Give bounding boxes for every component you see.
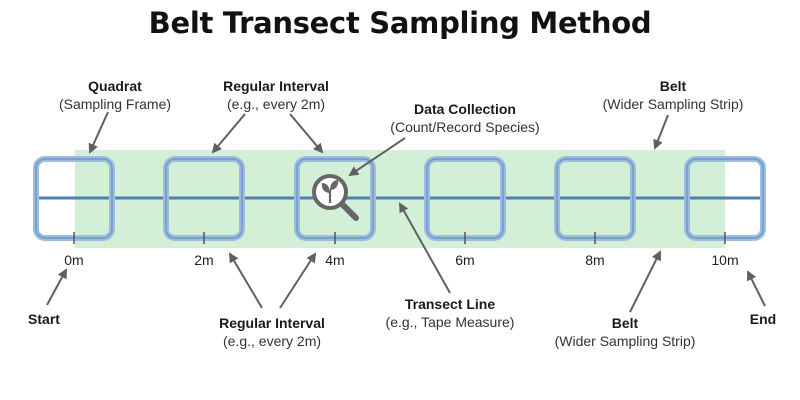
quadrat-4m — [294, 156, 376, 244]
callout-belt-top: Belt (Wider Sampling Strip) — [588, 77, 758, 113]
callout-interval-top-title: Regular Interval — [223, 78, 329, 94]
quadrat-0m — [33, 156, 115, 244]
arrow-belt-bottom — [629, 250, 661, 313]
magnifier-plant-icon — [312, 174, 359, 221]
distance-label-2m: 2m — [194, 252, 214, 268]
callout-quadrat-subtitle: (Sampling Frame) — [58, 96, 172, 112]
distance-label-8m: 8m — [585, 252, 605, 268]
page-title: Belt Transect Sampling Method — [148, 6, 652, 40]
distance-label-4m: 4m — [325, 252, 345, 268]
quadrat-10m — [684, 156, 766, 244]
arrow-start — [46, 268, 67, 306]
distance-label-10m: 10m — [711, 252, 739, 268]
callout-end-title: End — [749, 311, 777, 327]
callout-interval-top-subtitle: (e.g., every 2m) — [226, 96, 326, 112]
callout-belt-top-title: Belt — [659, 78, 687, 94]
callout-interval-bottom-title: Regular Interval — [219, 315, 325, 331]
arrow-data-collection — [348, 137, 406, 177]
arrow-quadrat — [88, 111, 109, 154]
callout-belt-bottom-subtitle: (Wider Sampling Strip) — [554, 333, 696, 349]
callout-interval-top: Regular Interval (e.g., every 2m) — [196, 77, 356, 113]
quadrat-2m — [163, 156, 245, 244]
callout-transect-line: Transect Line (e.g., Tape Measure) — [370, 295, 530, 331]
callout-data-collection-subtitle: (Count/Record Species) — [390, 119, 540, 135]
arrow-interval-bottom-right — [279, 252, 317, 309]
arrow-interval-top-right — [289, 113, 324, 154]
quadrat-6m — [424, 156, 506, 244]
callout-interval-bottom: Regular Interval (e.g., every 2m) — [192, 314, 352, 350]
arrow-interval-top-left — [211, 113, 246, 154]
callout-belt-bottom-title: Belt — [611, 315, 639, 331]
callout-start-title: Start — [28, 311, 60, 327]
callout-transect-line-subtitle: (e.g., Tape Measure) — [385, 314, 515, 330]
arrow-interval-bottom-left — [228, 252, 263, 309]
arrows — [46, 111, 766, 313]
arrow-end — [747, 270, 766, 307]
callout-transect-line-title: Transect Line — [404, 296, 496, 312]
arrow-transect-line — [399, 202, 451, 294]
callout-quadrat: Quadrat (Sampling Frame) — [40, 77, 190, 113]
callout-belt-top-subtitle: (Wider Sampling Strip) — [602, 96, 744, 112]
callout-data-collection: Data Collection (Count/Record Species) — [375, 100, 555, 136]
callout-interval-bottom-subtitle: (e.g., every 2m) — [222, 333, 322, 349]
callout-quadrat-title: Quadrat — [88, 78, 142, 94]
callout-start: Start — [14, 310, 74, 328]
callout-end: End — [738, 310, 788, 328]
distance-label-6m: 6m — [455, 252, 475, 268]
quadrat-8m — [554, 156, 636, 244]
callout-belt-bottom: Belt (Wider Sampling Strip) — [540, 314, 710, 350]
arrow-belt-top — [653, 114, 669, 150]
callout-data-collection-title: Data Collection — [414, 101, 516, 117]
distance-label-0m: 0m — [64, 252, 84, 268]
